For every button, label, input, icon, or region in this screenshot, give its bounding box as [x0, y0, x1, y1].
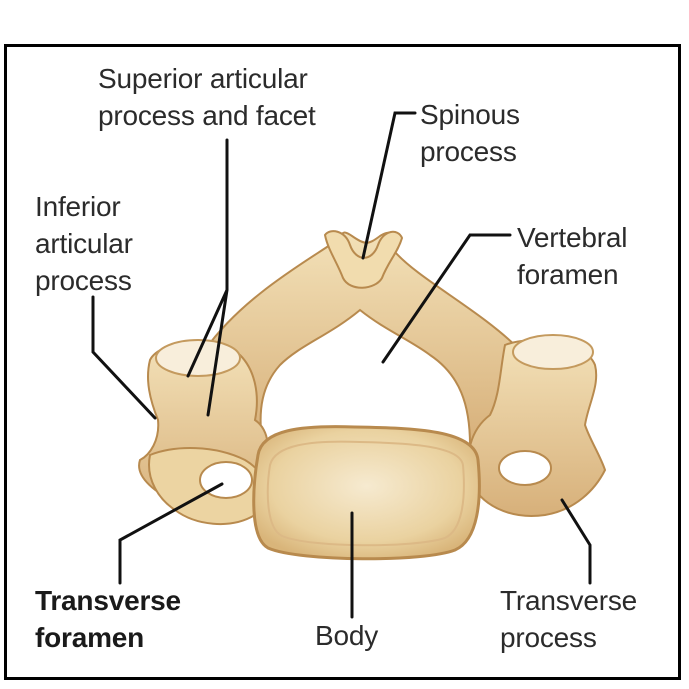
left-superior-facet	[155, 339, 241, 377]
label-transverse-foramen: Transverse foramen	[35, 585, 181, 653]
leader-transverse-foramen	[118, 482, 224, 585]
label-superior-articular-process: Superior articular process and facet	[98, 63, 316, 131]
vertebral-body	[252, 425, 481, 561]
leader-vertebral-foramen	[381, 233, 512, 364]
leader-transverse-process	[560, 498, 592, 585]
label-vertebral-foramen: Vertebral foramen	[517, 222, 628, 290]
label-transverse-process: Transverse process	[500, 585, 638, 653]
leader-inferior-articular	[91, 295, 157, 420]
right-superior-facet	[512, 334, 594, 370]
label-spinous-process: Spinous process	[420, 99, 520, 167]
body-rim	[266, 440, 465, 547]
leader-superior-articular	[186, 138, 229, 417]
label-body: Body	[315, 620, 379, 651]
spinous-process	[323, 230, 404, 289]
leader-spinous	[361, 111, 417, 260]
label-inferior-articular-process: Inferior articular process	[35, 191, 133, 296]
right-transverse-foramen	[498, 450, 552, 486]
